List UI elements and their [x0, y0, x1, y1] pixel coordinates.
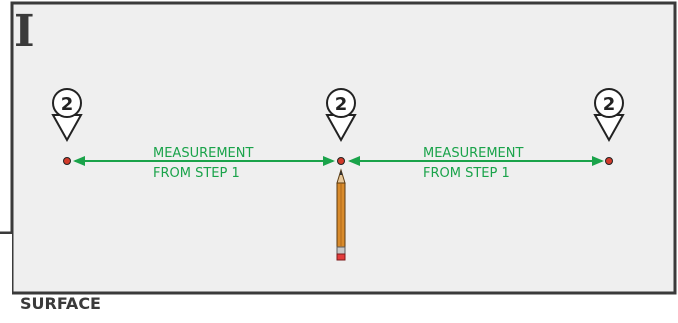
step-number: 2 — [335, 94, 348, 115]
measurement-left: MEASUREMENT FROM STEP 1 — [73, 146, 335, 181]
step-marker-left: 2 — [51, 88, 83, 143]
step-marker-center: 2 — [325, 88, 357, 143]
mark-dot-left — [63, 157, 71, 165]
location-pin-icon — [593, 88, 625, 143]
measurement-right: MEASUREMENT FROM STEP 1 — [348, 146, 604, 181]
surface-label: SURFACE — [20, 294, 101, 313]
location-pin-icon — [325, 88, 357, 143]
pencil-icon — [336, 168, 346, 261]
step-marker-right: 2 — [593, 88, 625, 143]
measurement-label-line2: FROM STEP 1 — [423, 166, 510, 181]
measurement-label-line2: FROM STEP 1 — [153, 166, 240, 181]
measurement-label-line1: MEASUREMENT — [153, 146, 253, 161]
step-number: 2 — [61, 94, 74, 115]
panel-letter: I — [14, 6, 35, 57]
measurement-label-line1: MEASUREMENT — [423, 146, 523, 161]
step-number: 2 — [603, 94, 616, 115]
location-pin-icon — [51, 88, 83, 143]
mark-dot-right — [605, 157, 613, 165]
wall-edge-fill — [0, 234, 12, 323]
mark-dot-center — [337, 157, 345, 165]
